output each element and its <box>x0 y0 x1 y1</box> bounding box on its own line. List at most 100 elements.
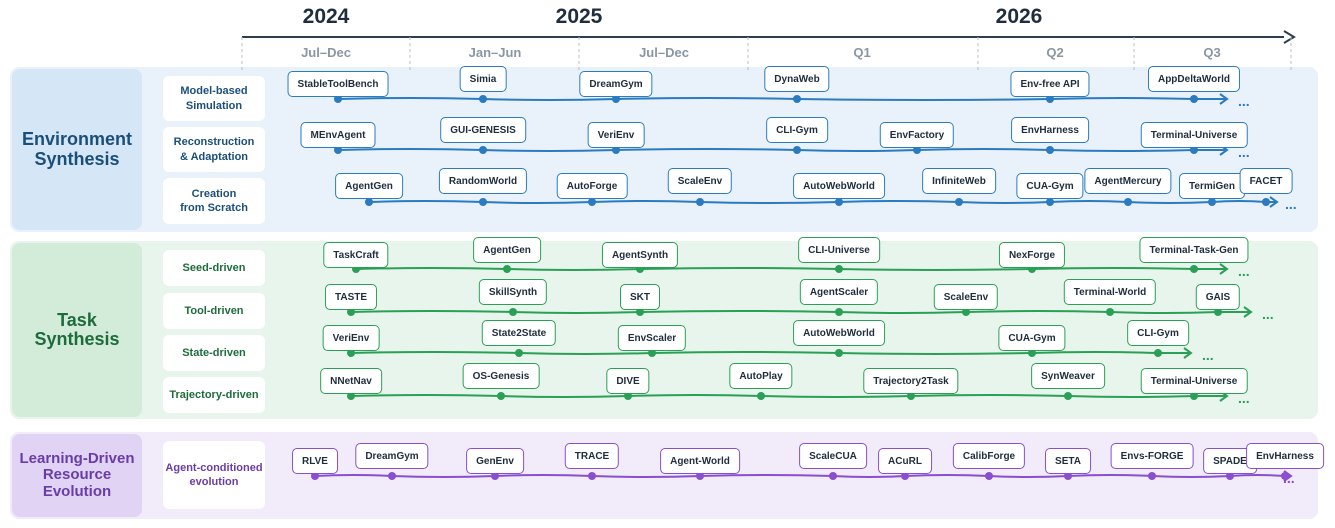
method-node: EnvScaler <box>617 325 687 351</box>
group-title-task-synthesis: Task Synthesis <box>12 243 142 417</box>
timeline-dot <box>479 146 487 154</box>
timeline-dot <box>1046 198 1054 206</box>
timeline-dot <box>757 392 765 400</box>
method-node: SkillSynth <box>478 279 548 305</box>
continuation-ellipsis: ... <box>1238 93 1250 109</box>
row-label-creation-from-scratch: Creation from Scratch <box>163 178 265 224</box>
group-title-learning-driven-evolution: Learning-Driven Resource Evolution <box>12 434 142 517</box>
method-node: ScaleEnv <box>667 168 733 194</box>
timeline-dot <box>624 392 632 400</box>
timeline-dot <box>1028 349 1036 357</box>
method-node: FACET <box>1239 168 1293 194</box>
method-node: GenEnv <box>466 448 524 474</box>
method-node: DIVE <box>606 368 650 394</box>
timeline-dot <box>1046 146 1054 154</box>
timeline-dot <box>347 349 355 357</box>
method-node: TASTE <box>324 284 378 310</box>
timeline-dot <box>793 95 801 103</box>
arrow-head-icon <box>1269 196 1279 208</box>
timeline-dot <box>955 198 963 206</box>
continuation-ellipsis: ... <box>1283 470 1295 486</box>
timeline-dot <box>829 472 837 480</box>
timeline-dot <box>1262 198 1270 206</box>
method-node: DreamGym <box>579 71 653 97</box>
continuation-ellipsis: ... <box>1238 263 1250 279</box>
method-node: DreamGym <box>355 443 429 469</box>
timeline-dot <box>388 472 396 480</box>
method-node: EnvHarness <box>1011 117 1089 143</box>
timeline-dot <box>913 146 921 154</box>
method-node: GAIS <box>1195 284 1241 310</box>
timeline-dot <box>612 146 620 154</box>
method-node: CUA-Gym <box>998 325 1066 351</box>
timeline-dot <box>907 392 915 400</box>
timeline-dot <box>1214 308 1222 316</box>
continuation-ellipsis: ... <box>1285 196 1297 212</box>
method-node: AutoWebWorld <box>793 320 885 346</box>
timeline-dot <box>1106 308 1114 316</box>
method-node: CLI-Gym <box>766 117 828 143</box>
row-label-agent-conditioned-evolution: Agent-conditioned evolution <box>163 441 265 509</box>
method-node: OS-Genesis <box>462 363 540 389</box>
method-node: AutoWebWorld <box>793 173 885 199</box>
connector-line <box>350 351 1190 355</box>
timeline-dot <box>1281 472 1289 480</box>
connector-line <box>350 394 1226 398</box>
timeline-dot <box>479 198 487 206</box>
connector-line <box>314 474 1290 478</box>
timeline-dot <box>311 472 319 480</box>
period-label: Q1 <box>853 45 871 60</box>
method-node: StableToolBench <box>287 71 389 97</box>
timeline-dot <box>901 472 909 480</box>
timeline-dot <box>334 95 342 103</box>
method-node: ACuRL <box>878 448 932 474</box>
method-node: Terminal-World <box>1063 279 1157 305</box>
method-node: AgentGen <box>335 173 403 199</box>
method-node: MEnvAgent <box>300 122 376 148</box>
method-node: DynaWeb <box>764 66 830 92</box>
timeline-dot <box>1148 472 1156 480</box>
method-node: AutoForge <box>556 173 628 199</box>
method-node: NNetNav <box>320 368 382 394</box>
arrow-head-icon <box>1219 93 1229 105</box>
method-node: SETA <box>1045 448 1091 474</box>
method-node: Envs-FORGE <box>1110 443 1194 469</box>
timeline-dot <box>1190 392 1198 400</box>
method-node: SynWeaver <box>1031 363 1105 389</box>
arrow-head-icon <box>1219 263 1229 275</box>
period-label: Q3 <box>1203 45 1221 60</box>
timeline-dot <box>835 349 843 357</box>
period-label: Q2 <box>1046 45 1064 60</box>
period-label: Jan–Jun <box>468 45 522 60</box>
continuation-ellipsis: ... <box>1262 306 1274 322</box>
timeline-dot <box>347 308 355 316</box>
continuation-ellipsis: ... <box>1202 347 1214 363</box>
connector-line <box>350 310 1250 314</box>
method-node: TaskCraft <box>323 242 389 268</box>
method-node: Terminal-Universe <box>1140 368 1248 394</box>
method-node: AutoPlay <box>729 363 793 389</box>
group-title-environment-synthesis: Environment Synthesis <box>12 69 142 230</box>
timeline-dot <box>612 95 620 103</box>
timeline-dot <box>479 95 487 103</box>
method-node: ScaleEnv <box>933 284 999 310</box>
method-node: CalibForge <box>952 443 1026 469</box>
row-label-seed-driven: Seed-driven <box>163 250 265 286</box>
method-node: AppDeltaWorld <box>1147 66 1241 92</box>
timeline-dot <box>648 349 656 357</box>
timeline-dot <box>793 146 801 154</box>
method-node: Agent-World <box>660 448 740 474</box>
method-node: AgentSynth <box>601 242 679 268</box>
method-node: RLVE <box>292 448 338 474</box>
timeline-dot <box>985 472 993 480</box>
method-node: AgentScaler <box>799 279 879 305</box>
timeline-dot <box>491 472 499 480</box>
method-node: VeriEnv <box>587 122 645 148</box>
timeline-dot <box>347 392 355 400</box>
method-node: RandomWorld <box>438 168 528 194</box>
method-node: EnvHarness <box>1246 443 1324 469</box>
period-label: Jul–Dec <box>639 45 689 60</box>
row-label-state-driven: State-driven <box>163 335 265 371</box>
timeline-dot <box>696 472 704 480</box>
year-2025: 2025 <box>555 5 603 28</box>
